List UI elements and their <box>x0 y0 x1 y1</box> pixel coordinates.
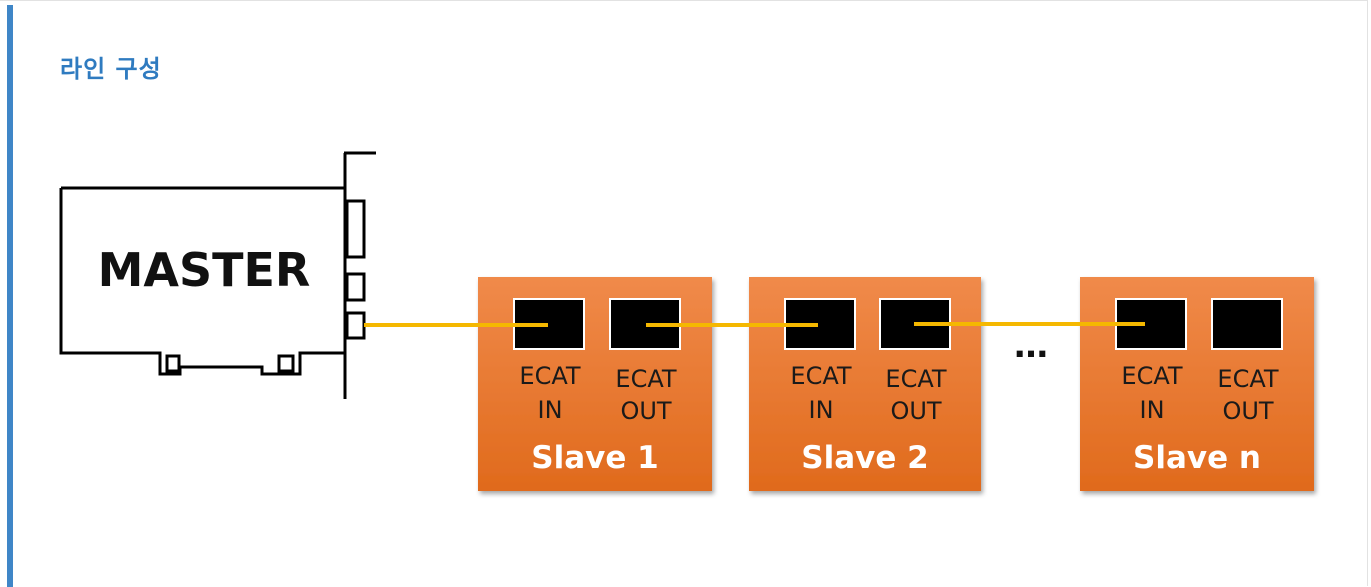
accent-bar <box>7 5 13 587</box>
ecat-in-label-2: IN <box>808 396 833 424</box>
slave-n: ECAT IN ECAT OUT Slave n <box>1080 277 1314 491</box>
ecat-out-label-2: OUT <box>890 397 941 425</box>
master-card: MASTER <box>59 151 376 399</box>
ecat-in-label-1: ECAT <box>519 362 580 390</box>
master-connector-middle <box>345 272 366 302</box>
master-connector-port <box>345 311 366 340</box>
ecat-out-label-2: OUT <box>620 397 671 425</box>
ecat-in-port <box>1115 298 1187 350</box>
master-label: MASTER <box>98 243 311 297</box>
slave-name: Slave 1 <box>531 440 658 476</box>
ecat-in-label-2: IN <box>537 396 562 424</box>
ecat-in-label-1: ECAT <box>790 362 851 390</box>
ellipsis-indicator: … <box>1014 326 1048 366</box>
master-card-pin-right <box>277 354 295 373</box>
ecat-in-label-2: IN <box>1139 396 1164 424</box>
ecat-out-port <box>1211 298 1283 350</box>
ecat-out-label-1: ECAT <box>885 365 946 393</box>
ecat-out-label-1: ECAT <box>615 365 676 393</box>
slave-1: ECAT IN ECAT OUT Slave 1 <box>478 277 712 491</box>
slave-name: Slave n <box>1133 440 1261 476</box>
master-card-pin-left <box>165 354 181 373</box>
master-connector-large <box>345 199 366 259</box>
slave-2: ECAT IN ECAT OUT Slave 2 <box>749 277 981 491</box>
ecat-out-label-1: ECAT <box>1217 365 1278 393</box>
ethercat-cables <box>364 322 1145 327</box>
section-title: 라인 구성 <box>60 54 162 83</box>
slave-name: Slave 2 <box>801 440 928 476</box>
ecat-out-label-2: OUT <box>1222 397 1273 425</box>
ecat-in-label-1: ECAT <box>1121 362 1182 390</box>
